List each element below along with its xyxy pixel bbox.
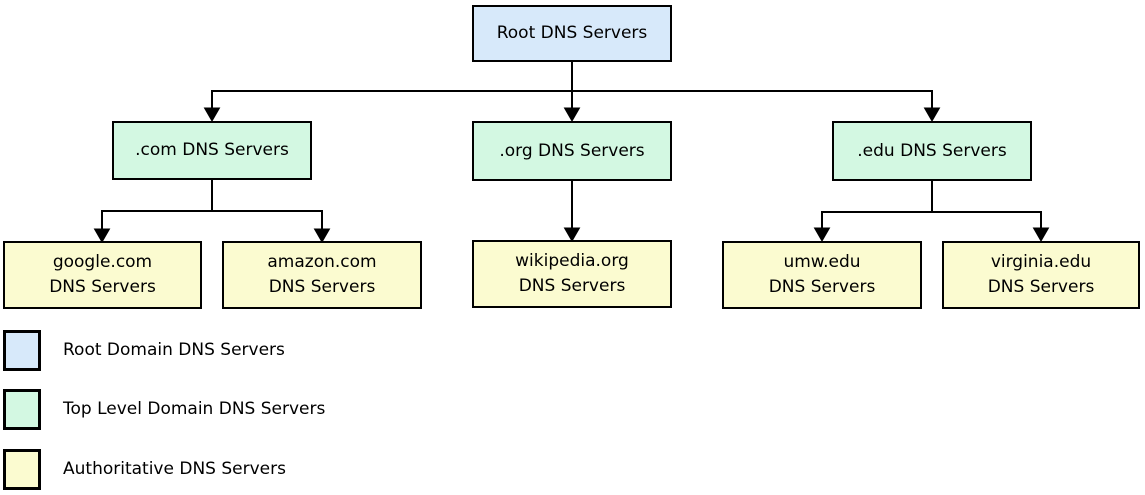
arrowhead-to-edu <box>923 107 941 123</box>
arrowhead-to-virginia <box>1032 227 1050 243</box>
node-google-dns-servers: google.com DNS Servers <box>3 241 202 309</box>
node-com-dns-servers: .com DNS Servers <box>112 121 312 180</box>
node-amazon-dns-servers: amazon.com DNS Servers <box>222 241 422 309</box>
node-wikipedia-dns-servers: wikipedia.org DNS Servers <box>472 240 672 308</box>
node-umw-dns-servers: umw.edu DNS Servers <box>722 241 922 309</box>
node-org-dns-servers: .org DNS Servers <box>472 121 672 181</box>
legend-swatch-root-domain <box>3 330 41 371</box>
legend-swatch-top-level-domain <box>3 389 41 430</box>
legend-item-top-level-domain: Top Level Domain DNS Servers <box>3 389 325 430</box>
legend-label-top-level-domain: Top Level Domain DNS Servers <box>63 399 326 419</box>
node-edu-dns-servers: .edu DNS Servers <box>832 121 1032 181</box>
legend-label-authoritative: Authoritative DNS Servers <box>63 459 286 479</box>
arrowhead-to-com <box>203 107 221 123</box>
connector-com-to-leaves <box>101 210 323 230</box>
legend-item-root-domain: Root Domain DNS Servers <box>3 330 285 371</box>
node-root-dns-servers: Root DNS Servers <box>472 5 672 62</box>
arrowhead-to-umw <box>813 227 831 243</box>
arrowhead-to-org <box>563 107 581 123</box>
legend-swatch-authoritative <box>3 449 41 490</box>
node-virginia-dns-servers: virginia.edu DNS Servers <box>942 241 1140 309</box>
legend-item-authoritative: Authoritative DNS Servers <box>3 449 286 490</box>
legend-label-root-domain: Root Domain DNS Servers <box>63 340 285 360</box>
connector-edu-to-leaves <box>821 211 1042 229</box>
connector-root-to-tlds <box>211 90 933 110</box>
